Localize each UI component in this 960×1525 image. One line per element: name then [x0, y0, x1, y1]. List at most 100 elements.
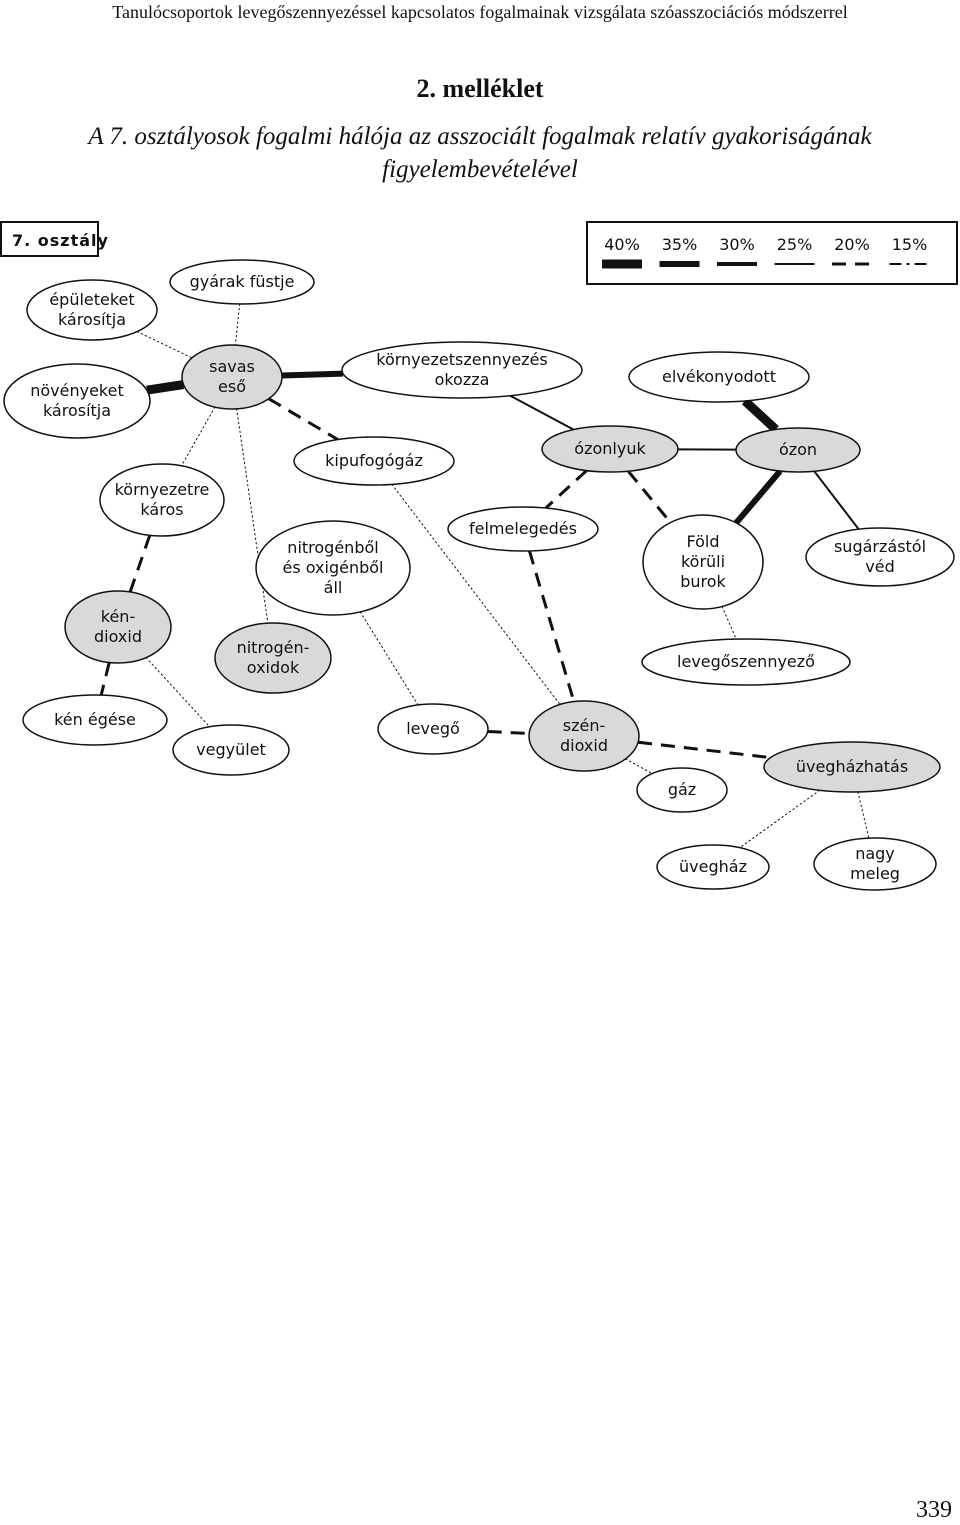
node-label: ózon [779, 440, 817, 459]
legend-label: 30% [719, 235, 755, 254]
legend-label: 15% [892, 235, 928, 254]
edge-uveghazhatas-uveghaz [739, 789, 821, 849]
edge-kornyezetre-kendioxid [128, 534, 152, 593]
subtitle-line-2: figyelembevételével [382, 156, 578, 183]
edge-uveghazhatas-nagymeleg [857, 791, 870, 839]
node-label: dioxid [560, 736, 608, 755]
running-header: Tanulócsoportok levegőszennyezéssel kapc… [112, 2, 848, 22]
node-shape [214, 622, 332, 694]
node-shape [628, 351, 810, 403]
edge-nitrogenbol-levego [359, 611, 419, 706]
node-uveghaz: üvegház [656, 844, 770, 890]
line-weight-legend: 40%35%30%25%20%15% [602, 235, 930, 269]
page-number: 339 [916, 1497, 952, 1523]
node-shape [805, 527, 955, 587]
node-ozon: ózon [735, 427, 861, 473]
node-shape [541, 425, 679, 473]
node-label: Föld [686, 532, 719, 551]
node-shape [656, 844, 770, 890]
edge-ozonlyuk-felmeleg [544, 469, 588, 510]
legend-box [586, 221, 958, 285]
class-label: 7. osztály [12, 231, 109, 250]
edge-kendioxid-vegyulet [145, 657, 211, 728]
node-shape [169, 259, 315, 305]
node-label: károsítja [43, 401, 111, 420]
node-label: ózonlyuk [574, 439, 646, 458]
edge-epuleteket-savas [136, 331, 193, 359]
node-label: károsítja [58, 310, 126, 329]
node-levego: levegő [377, 703, 489, 755]
node-label: gyárak füstje [190, 272, 295, 291]
edge-elvekony-ozon [741, 397, 779, 433]
node-label: felmelegedés [469, 519, 577, 538]
edge-levego-szendioxid [487, 730, 530, 735]
node-kendioxid: kén-dioxid [64, 590, 172, 664]
node-shape [172, 724, 290, 776]
node-shape [528, 700, 640, 772]
edge-kipufogo-szendioxid [391, 483, 561, 706]
edge-savas-kornyszenny [281, 370, 344, 379]
node-label: eső [218, 377, 246, 396]
annex-title: 2. melléklet [416, 74, 544, 103]
node-felmeleg: felmelegedés [447, 506, 599, 552]
legend-label: 20% [834, 235, 870, 254]
legend-label: 25% [777, 235, 813, 254]
node-label: gáz [668, 780, 696, 799]
subtitle-line-1: A 7. osztályosok fogalmi hálója az asszo… [88, 123, 872, 150]
edge-savas-nitrogenox [236, 408, 269, 624]
node-label: meleg [850, 864, 900, 883]
node-label: kén égése [54, 710, 136, 729]
node-label: üvegházhatás [796, 757, 908, 776]
legend-label: 35% [662, 235, 698, 254]
node-label: nitrogén- [237, 638, 310, 657]
node-elvekony: elvékonyodott [628, 351, 810, 403]
node-label: levegő [406, 719, 460, 738]
node-label: környezetre [115, 480, 210, 499]
edge-savas-kornyezetre [180, 406, 216, 467]
node-label: nitrogénből [287, 538, 378, 557]
node-shape [255, 520, 411, 616]
edge-szendioxid-uveghazhatas [637, 740, 771, 760]
node-gaz: gáz [636, 767, 728, 813]
node-label: kipufogógáz [325, 451, 423, 470]
node-ozonlyuk: ózonlyuk [541, 425, 679, 473]
node-kipufogo: kipufogógáz [293, 436, 455, 486]
node-kenegese: kén égése [22, 694, 168, 746]
node-shape [377, 703, 489, 755]
node-szendioxid: szén-dioxid [528, 700, 640, 772]
node-gyarak: gyárak füstje [169, 259, 315, 305]
edge-novenyeket-savas [146, 380, 185, 395]
node-label: dioxid [94, 627, 142, 646]
node-label: épületeket [49, 290, 134, 309]
edge-gyarak-savas [234, 303, 241, 346]
node-shape [3, 363, 151, 439]
node-shape [636, 767, 728, 813]
node-label: áll [324, 578, 343, 597]
node-label: burok [680, 572, 726, 591]
node-label: vegyület [196, 740, 266, 759]
node-shape [181, 344, 283, 410]
node-label: szén- [563, 716, 606, 735]
node-label: káros [140, 500, 183, 519]
node-shape [641, 638, 851, 686]
node-shape [447, 506, 599, 552]
figure-subtitle: A 7. osztályosok fogalmi hálója az asszo… [40, 120, 920, 186]
node-shape [64, 590, 172, 664]
node-uveghazhatas: üvegházhatás [763, 741, 941, 793]
node-levszenny: levegőszennyező [641, 638, 851, 686]
edge-felmeleg-szendioxid [528, 550, 576, 703]
edge-ozon-fold [733, 469, 783, 525]
node-nitrogenox: nitrogén-oxidok [214, 622, 332, 694]
node-label: okozza [435, 370, 490, 389]
edge-fold-levszenny [721, 606, 737, 640]
